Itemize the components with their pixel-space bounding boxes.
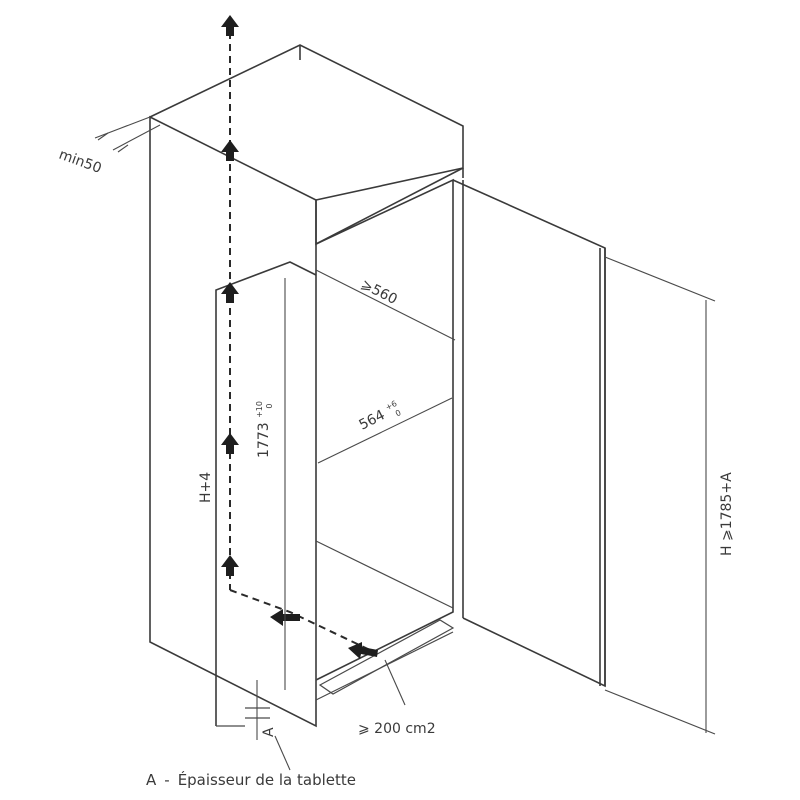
width-tol-lower: 0 [394,408,403,418]
arrow-up-icon [221,555,239,576]
niche-height-label: 1773 [256,422,272,458]
arrow-up-icon [221,282,239,303]
shelf-letter-label: A [261,727,277,737]
cabinet-side-panel [149,115,317,728]
depth-line [315,269,456,341]
min50-line-1 [94,116,151,139]
arrow-left-icon [348,642,378,659]
arrow-up-icon [221,433,239,454]
appliance-front [215,261,317,727]
niche-height-tol-upper: +10 [255,401,264,418]
total-height-ext-top [604,256,716,302]
min50-line-2 [112,124,161,151]
door-panel [452,179,606,688]
total-height-dimension: H ⩾1785+A [604,256,735,735]
width-text: 564 +6 0 [354,392,407,435]
cabinet-floor-back [315,540,454,609]
min50-ticks [97,132,129,153]
width-dimension: 564 +6 0 [317,392,453,464]
depth-label: ⩾560 [358,276,400,308]
cabinet-housing [149,44,464,728]
width-label: 564 [357,407,388,433]
width-line [317,397,453,464]
niche-height-tol-lower: 0 [265,403,274,408]
cabinet-top-front [315,167,464,246]
airflow-path [221,15,378,659]
door-height-label: H+4 [198,472,214,503]
door-outline [452,179,606,688]
cabinet-plinth-line [315,631,454,701]
cabinet-top [149,44,464,201]
arrow-up-icon [221,15,239,36]
cabinet-inner-back [315,178,454,681]
caption-letter: A [146,771,157,789]
total-height-ext-bottom [604,689,716,735]
appliance-front-outline [215,261,317,726]
shelf-thickness-dimension: A [245,680,291,771]
vent-grille [318,619,455,695]
total-height-label: H ⩾1785+A [719,472,735,556]
airflow-arrows [221,15,378,659]
airflow-bottom [229,589,371,651]
shelf-leader [274,735,291,771]
caption-separator: - [164,771,170,789]
caption-text: Épaisseur de la tablette [177,771,356,789]
vent-area-callout: ⩾ 200 cm2 [358,659,436,737]
vent-leader-line [384,659,406,706]
min50-dimension: min50 [57,116,161,177]
min50-label: min50 [57,147,104,177]
niche-height-text: 1773 +10 0 [250,397,274,458]
arrow-up-icon [221,140,239,161]
vent-area-label: ⩾ 200 cm2 [358,721,436,737]
depth-dimension: ⩾560 [315,269,456,341]
legend-caption: A-Épaisseur de la tablette [146,771,356,789]
niche-height-dimension: 1773 +10 0 [250,278,286,690]
